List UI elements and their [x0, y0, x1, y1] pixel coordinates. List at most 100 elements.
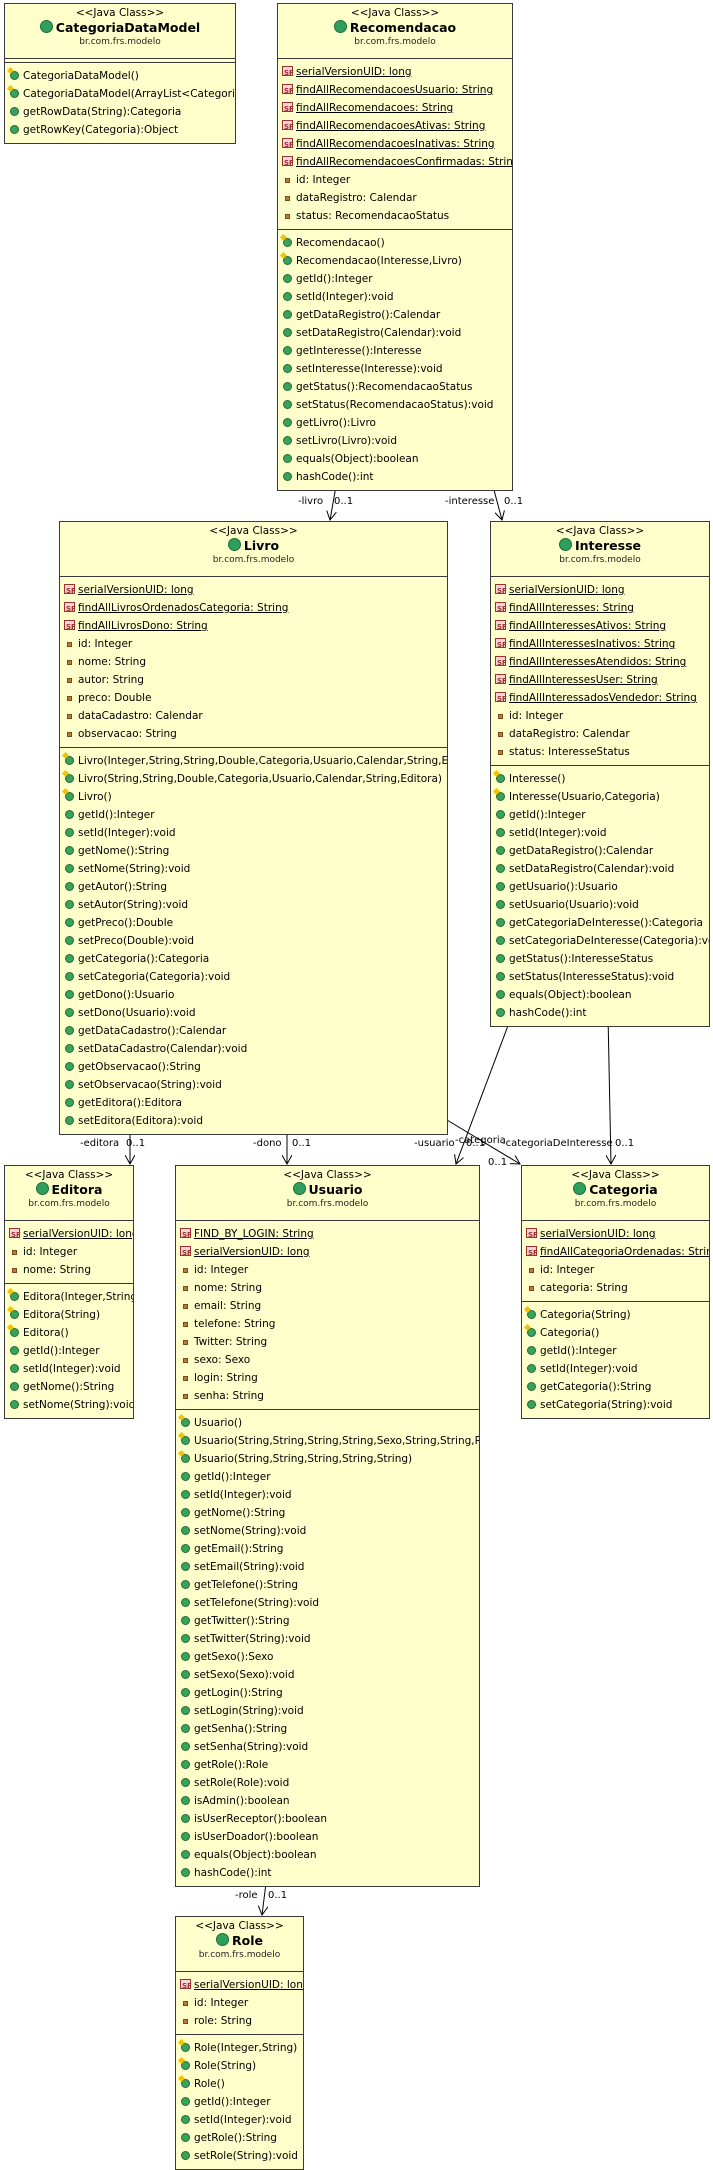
operation-row[interactable]: setStatus(InteresseStatus):void — [495, 968, 709, 986]
operation-row[interactable]: setNome(String):void — [9, 1396, 133, 1414]
operation-row[interactable]: getEditora():Editora — [64, 1094, 447, 1112]
attribute-row[interactable]: senha: String — [180, 1387, 479, 1405]
operation-row[interactable]: setDono(Usuario):void — [64, 1004, 447, 1022]
operation-row[interactable]: setObservacao(String):void — [64, 1076, 447, 1094]
operation-row[interactable]: getSexo():Sexo — [180, 1648, 479, 1666]
operation-row[interactable]: getRole():Role — [180, 1756, 479, 1774]
attribute-row[interactable]: sexo: Sexo — [180, 1351, 479, 1369]
attribute-row[interactable]: findAllRecomendacoesInativas: String — [282, 135, 512, 154]
operation-row[interactable]: getId():Integer — [180, 1468, 479, 1486]
operation-row[interactable]: getTwitter():String — [180, 1612, 479, 1630]
operation-row[interactable]: setEditora(Editora):void — [64, 1112, 447, 1130]
class-name[interactable]: Interesse — [491, 538, 709, 554]
operation-row[interactable]: setId(Integer):void — [180, 1486, 479, 1504]
attribute-row[interactable]: findAllInteressesInativos: String — [495, 635, 709, 654]
operation-row[interactable]: setId(Integer):void — [282, 288, 512, 306]
operation-row[interactable]: Usuario(String,String,String,String,Stri… — [180, 1450, 479, 1468]
operation-row[interactable]: CategoriaDataModel(ArrayList<Categoria>) — [9, 85, 235, 103]
operation-row[interactable]: getNome():String — [64, 842, 447, 860]
operation-row[interactable]: setCategoria(String):void — [526, 1396, 709, 1414]
operation-row[interactable]: hashCode():int — [282, 468, 512, 486]
attribute-row[interactable]: serialVersionUID: long — [282, 63, 512, 82]
operation-row[interactable]: getCategoria():Categoria — [64, 950, 447, 968]
attribute-row[interactable]: serialVersionUID: long — [495, 581, 709, 600]
class-usuario[interactable]: <<Java Class>>Usuariobr.com.frs.modeloFI… — [175, 1165, 480, 1887]
operation-row[interactable]: setEmail(String):void — [180, 1558, 479, 1576]
operation-row[interactable]: setDataRegistro(Calendar):void — [495, 860, 709, 878]
attribute-row[interactable]: nome: String — [64, 653, 447, 671]
attribute-row[interactable]: findAllRecomendacoes: String — [282, 99, 512, 118]
operation-row[interactable]: isUserReceptor():boolean — [180, 1810, 479, 1828]
attribute-row[interactable]: findAllInteressesUser: String — [495, 671, 709, 690]
operation-row[interactable]: getNome():String — [180, 1504, 479, 1522]
attribute-row[interactable]: dataRegistro: Calendar — [282, 189, 512, 207]
class-name[interactable]: Livro — [60, 538, 447, 554]
operation-row[interactable]: Interesse() — [495, 770, 709, 788]
operation-row[interactable]: setId(Integer):void — [9, 1360, 133, 1378]
operation-row[interactable]: Usuario(String,String,String,String,Sexo… — [180, 1432, 479, 1450]
operation-row[interactable]: Livro() — [64, 788, 447, 806]
operation-row[interactable]: getRole():String — [180, 2129, 303, 2147]
operation-row[interactable]: getEmail():String — [180, 1540, 479, 1558]
operation-row[interactable]: equals(Object):boolean — [495, 986, 709, 1004]
operation-row[interactable]: Categoria() — [526, 1324, 709, 1342]
attribute-row[interactable]: serialVersionUID: long — [180, 1976, 303, 1995]
operation-row[interactable]: getRowData(String):Categoria — [9, 103, 235, 121]
operation-row[interactable]: getTelefone():String — [180, 1576, 479, 1594]
operation-row[interactable]: getInteresse():Interesse — [282, 342, 512, 360]
attribute-row[interactable]: nome: String — [180, 1279, 479, 1297]
operation-row[interactable]: getCategoriaDeInteresse():Categoria — [495, 914, 709, 932]
attribute-row[interactable]: findAllRecomendacoesUsuario: String — [282, 81, 512, 100]
attribute-row[interactable]: id: Integer — [282, 171, 512, 189]
attribute-row[interactable]: serialVersionUID: long — [180, 1243, 479, 1262]
attribute-row[interactable]: id: Integer — [180, 1994, 303, 2012]
operation-row[interactable]: setDataCadastro(Calendar):void — [64, 1040, 447, 1058]
attribute-row[interactable]: categoria: String — [526, 1279, 709, 1297]
operation-row[interactable]: getStatus():InteresseStatus — [495, 950, 709, 968]
attribute-row[interactable]: findAllInteressesAtivos: String — [495, 617, 709, 636]
class-role[interactable]: <<Java Class>>Rolebr.com.frs.modeloseria… — [175, 1916, 304, 2170]
operation-row[interactable]: setUsuario(Usuario):void — [495, 896, 709, 914]
operation-row[interactable]: getDataRegistro():Calendar — [495, 842, 709, 860]
operation-row[interactable]: getCategoria():String — [526, 1378, 709, 1396]
operation-row[interactable]: getId():Integer — [180, 2093, 303, 2111]
attribute-row[interactable]: preco: Double — [64, 689, 447, 707]
class-name[interactable]: Role — [176, 1933, 303, 1949]
operation-row[interactable]: isUserDoador():boolean — [180, 1828, 479, 1846]
attribute-row[interactable]: login: String — [180, 1369, 479, 1387]
operation-row[interactable]: setTelefone(String):void — [180, 1594, 479, 1612]
operation-row[interactable]: setId(Integer):void — [64, 824, 447, 842]
operation-row[interactable]: Role(Integer,String) — [180, 2039, 303, 2057]
operation-row[interactable]: getId():Integer — [495, 806, 709, 824]
operation-row[interactable]: CategoriaDataModel() — [9, 67, 235, 85]
operation-row[interactable]: getId():Integer — [282, 270, 512, 288]
operation-row[interactable]: Interesse(Usuario,Categoria) — [495, 788, 709, 806]
attribute-row[interactable]: Twitter: String — [180, 1333, 479, 1351]
operation-row[interactable]: setPreco(Double):void — [64, 932, 447, 950]
attribute-row[interactable]: findAllLivrosOrdenadosCategoria: String — [64, 599, 447, 618]
attribute-row[interactable]: id: Integer — [9, 1243, 133, 1261]
attribute-row[interactable]: id: Integer — [526, 1261, 709, 1279]
operation-row[interactable]: getLivro():Livro — [282, 414, 512, 432]
operation-row[interactable]: setCategoriaDeInteresse(Categoria):void — [495, 932, 709, 950]
attribute-row[interactable]: email: String — [180, 1297, 479, 1315]
class-livro[interactable]: <<Java Class>>Livrobr.com.frs.modeloseri… — [59, 521, 448, 1135]
operation-row[interactable]: setCategoria(Categoria):void — [64, 968, 447, 986]
attribute-row[interactable]: findAllLivrosDono: String — [64, 617, 447, 636]
attribute-row[interactable]: serialVersionUID: long — [526, 1225, 709, 1244]
attribute-row[interactable]: findAllRecomendacoesAtivas: String — [282, 117, 512, 136]
attribute-row[interactable]: findAllCategoriaOrdenadas: String — [526, 1243, 709, 1262]
attribute-row[interactable]: status: InteresseStatus — [495, 743, 709, 761]
operation-row[interactable]: Categoria(String) — [526, 1306, 709, 1324]
operation-row[interactable]: getId():Integer — [526, 1342, 709, 1360]
operation-row[interactable]: getRowKey(Categoria):Object — [9, 121, 235, 139]
operation-row[interactable]: setRole(Role):void — [180, 1774, 479, 1792]
attribute-row[interactable]: dataCadastro: Calendar — [64, 707, 447, 725]
operation-row[interactable]: equals(Object):boolean — [282, 450, 512, 468]
class-name[interactable]: Editora — [5, 1182, 133, 1198]
attribute-row[interactable]: findAllInteresses: String — [495, 599, 709, 618]
operation-row[interactable]: Usuario() — [180, 1414, 479, 1432]
attribute-row[interactable]: findAllInteressadosVendedor: String — [495, 689, 709, 708]
